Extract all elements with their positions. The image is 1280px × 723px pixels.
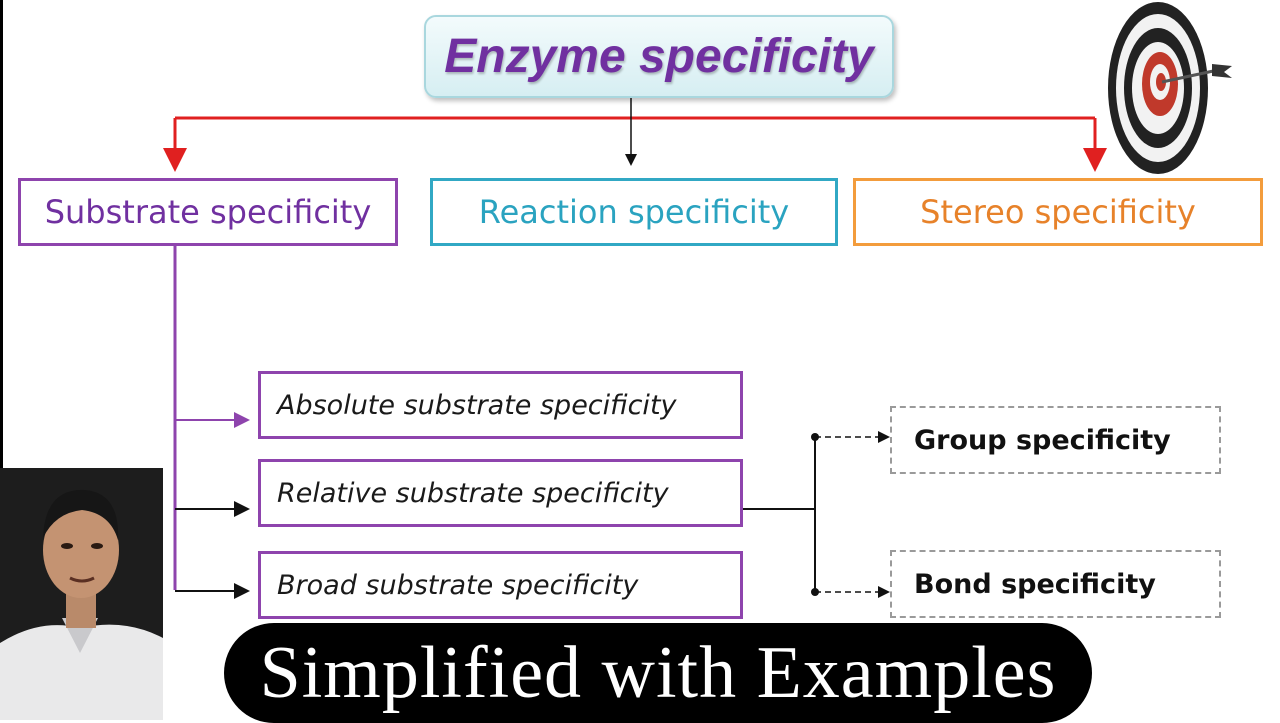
diagram-title: Enzyme specificity	[444, 30, 874, 83]
substrate-connector	[173, 246, 250, 599]
category-reaction: Reaction specificity	[430, 178, 838, 246]
substrate-type-broad: Broad substrate specificity	[258, 551, 743, 619]
substrate-type-absolute: Absolute substrate specificity	[258, 371, 743, 439]
relative-type-bond: Bond specificity	[890, 550, 1221, 618]
relative-type-group: Group specificity	[890, 406, 1221, 474]
relative-connector	[743, 431, 890, 598]
caption-banner: Simplified with Examples	[224, 623, 1092, 723]
category-substrate: Substrate specificity	[18, 178, 398, 246]
title-box: Enzyme specificity	[424, 15, 894, 98]
left-border-line	[0, 0, 3, 470]
presenter-illustration	[0, 468, 163, 720]
category-stereo: Stereo specificity	[853, 178, 1263, 246]
substrate-type-relative: Relative substrate specificity	[258, 459, 743, 527]
caption-text: Simplified with Examples	[259, 631, 1057, 714]
top-connector	[163, 95, 1107, 172]
presenter-video-thumbnail	[0, 468, 163, 720]
dartboard-target-icon	[1108, 2, 1232, 174]
